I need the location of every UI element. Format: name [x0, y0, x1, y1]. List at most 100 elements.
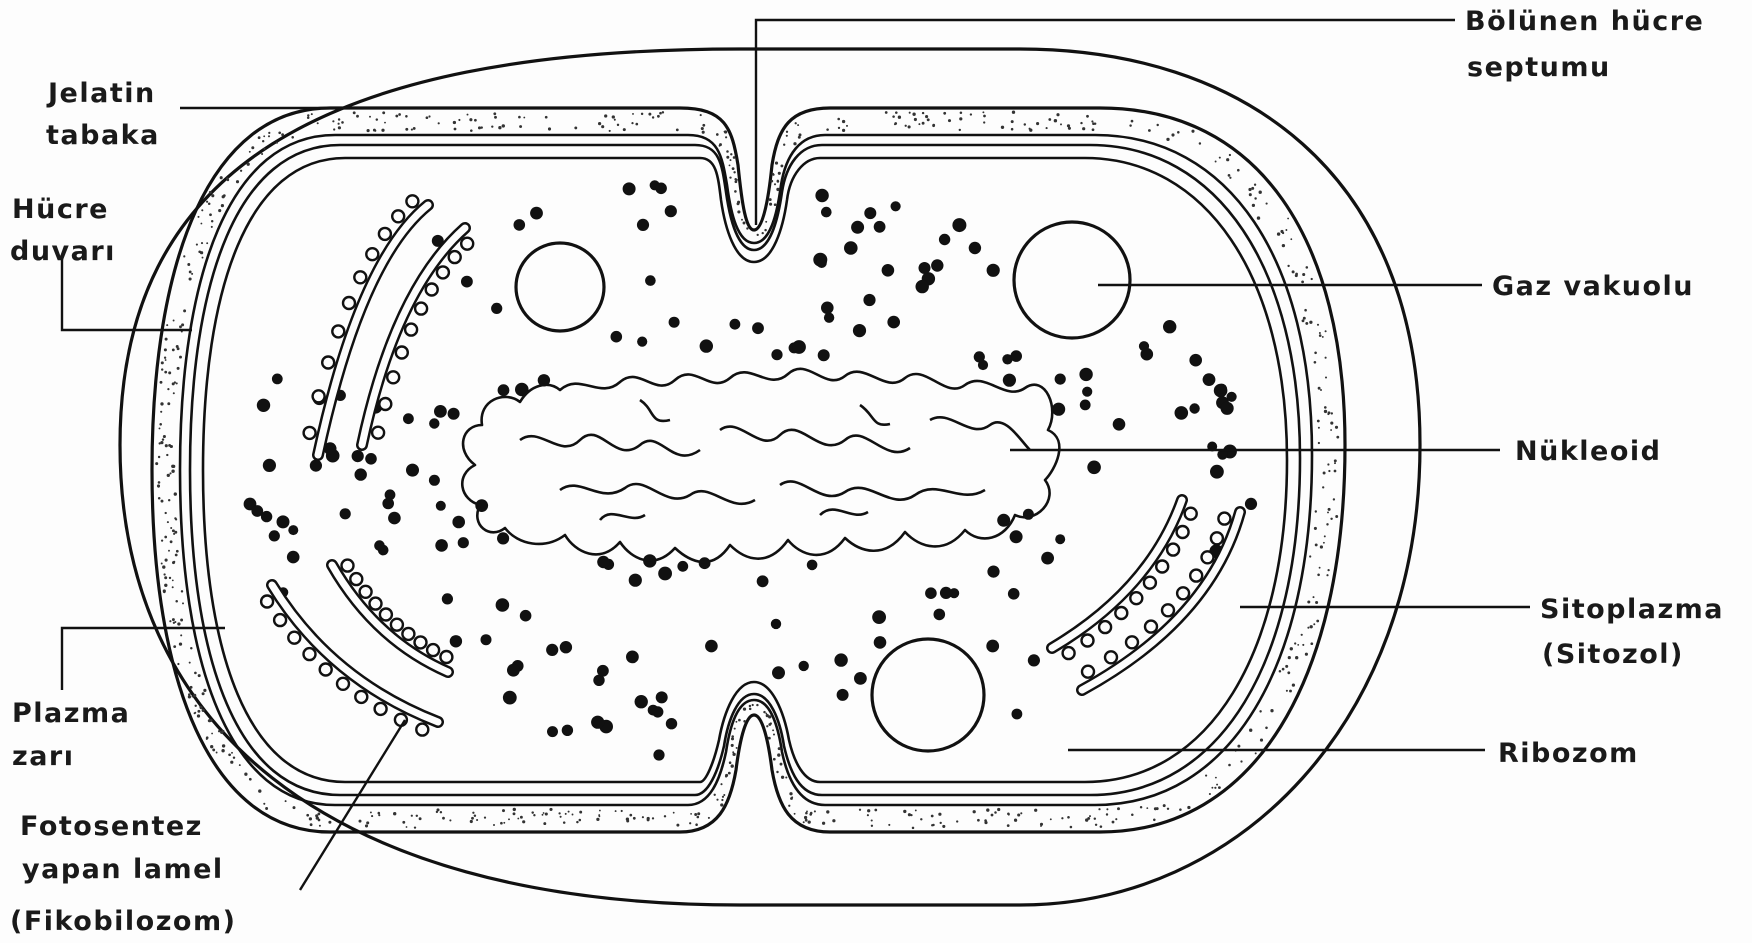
stipple-dot: [773, 758, 776, 761]
stipple-dot: [160, 381, 163, 384]
ribosome-dot: [872, 610, 886, 624]
phycobilisome-bead: [304, 648, 316, 660]
stipple-dot: [1313, 623, 1315, 625]
stipple-dot: [765, 221, 767, 223]
stipple-dot: [1315, 510, 1317, 512]
ribosome-dot: [645, 275, 656, 286]
stipple-dot: [780, 763, 783, 766]
label-jelatin-line2: tabaka: [46, 120, 160, 151]
stipple-dot: [629, 814, 632, 817]
stipple-dot: [498, 126, 501, 129]
phycobilisome-bead: [415, 303, 427, 315]
stipple-dot: [165, 359, 167, 361]
stipple-dot: [970, 113, 972, 115]
stipple-dot: [714, 794, 716, 796]
stipple-dot: [191, 273, 193, 275]
stipple-dot: [338, 126, 341, 129]
stipple-dot: [165, 444, 168, 447]
label-plazma-zari-line2: zarı: [12, 741, 75, 772]
ribosome-dot: [637, 337, 647, 347]
ribosome-dot: [772, 666, 785, 679]
stipple-dot: [163, 590, 166, 593]
stipple-dot: [1117, 807, 1120, 810]
ribosome-dot: [560, 641, 572, 653]
phycobilisome-bead: [1145, 621, 1157, 633]
stipple-dot: [895, 111, 898, 114]
stipple-dot: [173, 561, 175, 563]
stipple-dot: [565, 813, 567, 815]
stipple-dot: [202, 692, 205, 695]
stipple-dot: [1008, 814, 1010, 816]
ribosome-dot: [269, 530, 280, 541]
stipple-dot: [733, 156, 736, 159]
phycobilisome-bead: [320, 664, 332, 676]
stipple-dot: [826, 128, 829, 131]
stipple-dot: [1309, 555, 1311, 557]
stipple-dot: [724, 130, 727, 133]
stipple-dot: [738, 719, 741, 722]
stipple-dot: [757, 234, 759, 236]
stipple-dot: [209, 213, 212, 216]
ribosome-dot: [1052, 403, 1065, 416]
stipple-dot: [716, 133, 719, 136]
stipple-dot: [177, 367, 180, 370]
ribosome-dot: [807, 560, 818, 571]
stipple-dot: [167, 521, 169, 523]
stipple-dot: [166, 324, 168, 326]
phycobilisome-bead: [322, 357, 334, 369]
stipple-dot: [1334, 459, 1337, 462]
ribosome-dot: [874, 221, 886, 233]
stipple-dot: [1191, 130, 1194, 133]
stipple-dot: [1215, 777, 1217, 779]
stipple-dot: [161, 539, 163, 541]
ribosome-dot: [355, 468, 367, 480]
stipple-dot: [503, 822, 505, 824]
stipple-dot: [414, 826, 416, 828]
stipple-dot: [914, 118, 917, 121]
phycobilisome-bead: [1218, 513, 1230, 525]
stipple-dot: [278, 131, 281, 134]
stipple-dot: [472, 812, 474, 814]
stipple-dot: [1303, 317, 1306, 320]
stipple-dot: [734, 190, 737, 193]
stipple-dot: [365, 824, 368, 827]
ribosome-dot: [503, 691, 517, 705]
stipple-dot: [1163, 804, 1166, 807]
ribosome-dot: [448, 408, 460, 420]
stipple-dot: [1287, 218, 1289, 220]
stipple-dot: [814, 810, 816, 812]
stipple-dot: [734, 728, 736, 730]
phycobilisome-bead: [370, 598, 382, 610]
stipple-dot: [1279, 670, 1282, 673]
stipple-dot: [206, 242, 208, 244]
ribosome-dot: [481, 634, 492, 645]
stipple-dot: [631, 122, 633, 124]
stipple-dot: [772, 729, 774, 731]
stipple-dot: [1228, 174, 1231, 177]
stipple-dot: [258, 789, 261, 792]
stipple-dot: [719, 143, 722, 146]
stipple-dot: [1216, 784, 1218, 786]
stipple-dot: [1228, 764, 1231, 767]
ribosome-dot: [821, 207, 832, 218]
stipple-dot: [1318, 427, 1320, 429]
ribosome-dot: [658, 567, 672, 581]
stipple-dot: [731, 744, 734, 747]
stipple-dot: [1082, 127, 1085, 130]
stipple-dot: [263, 135, 265, 137]
ribosome-dot: [452, 516, 465, 529]
ribosome-dot: [310, 460, 322, 472]
stipple-dot: [1248, 188, 1251, 191]
ribosome-dot: [665, 205, 677, 217]
ribosome-dot: [623, 182, 636, 195]
stipple-dot: [885, 111, 888, 114]
stipple-dot: [170, 527, 172, 529]
phycobilisome-bead: [1115, 607, 1127, 619]
stipple-dot: [1020, 812, 1022, 814]
stipple-dot: [1068, 127, 1071, 130]
cell-wall-outer: [152, 108, 1345, 832]
ribosome-dot: [1189, 403, 1199, 413]
stipple-dot: [545, 812, 548, 815]
stipple-dot: [236, 180, 239, 183]
ribosome-dot: [771, 619, 781, 629]
